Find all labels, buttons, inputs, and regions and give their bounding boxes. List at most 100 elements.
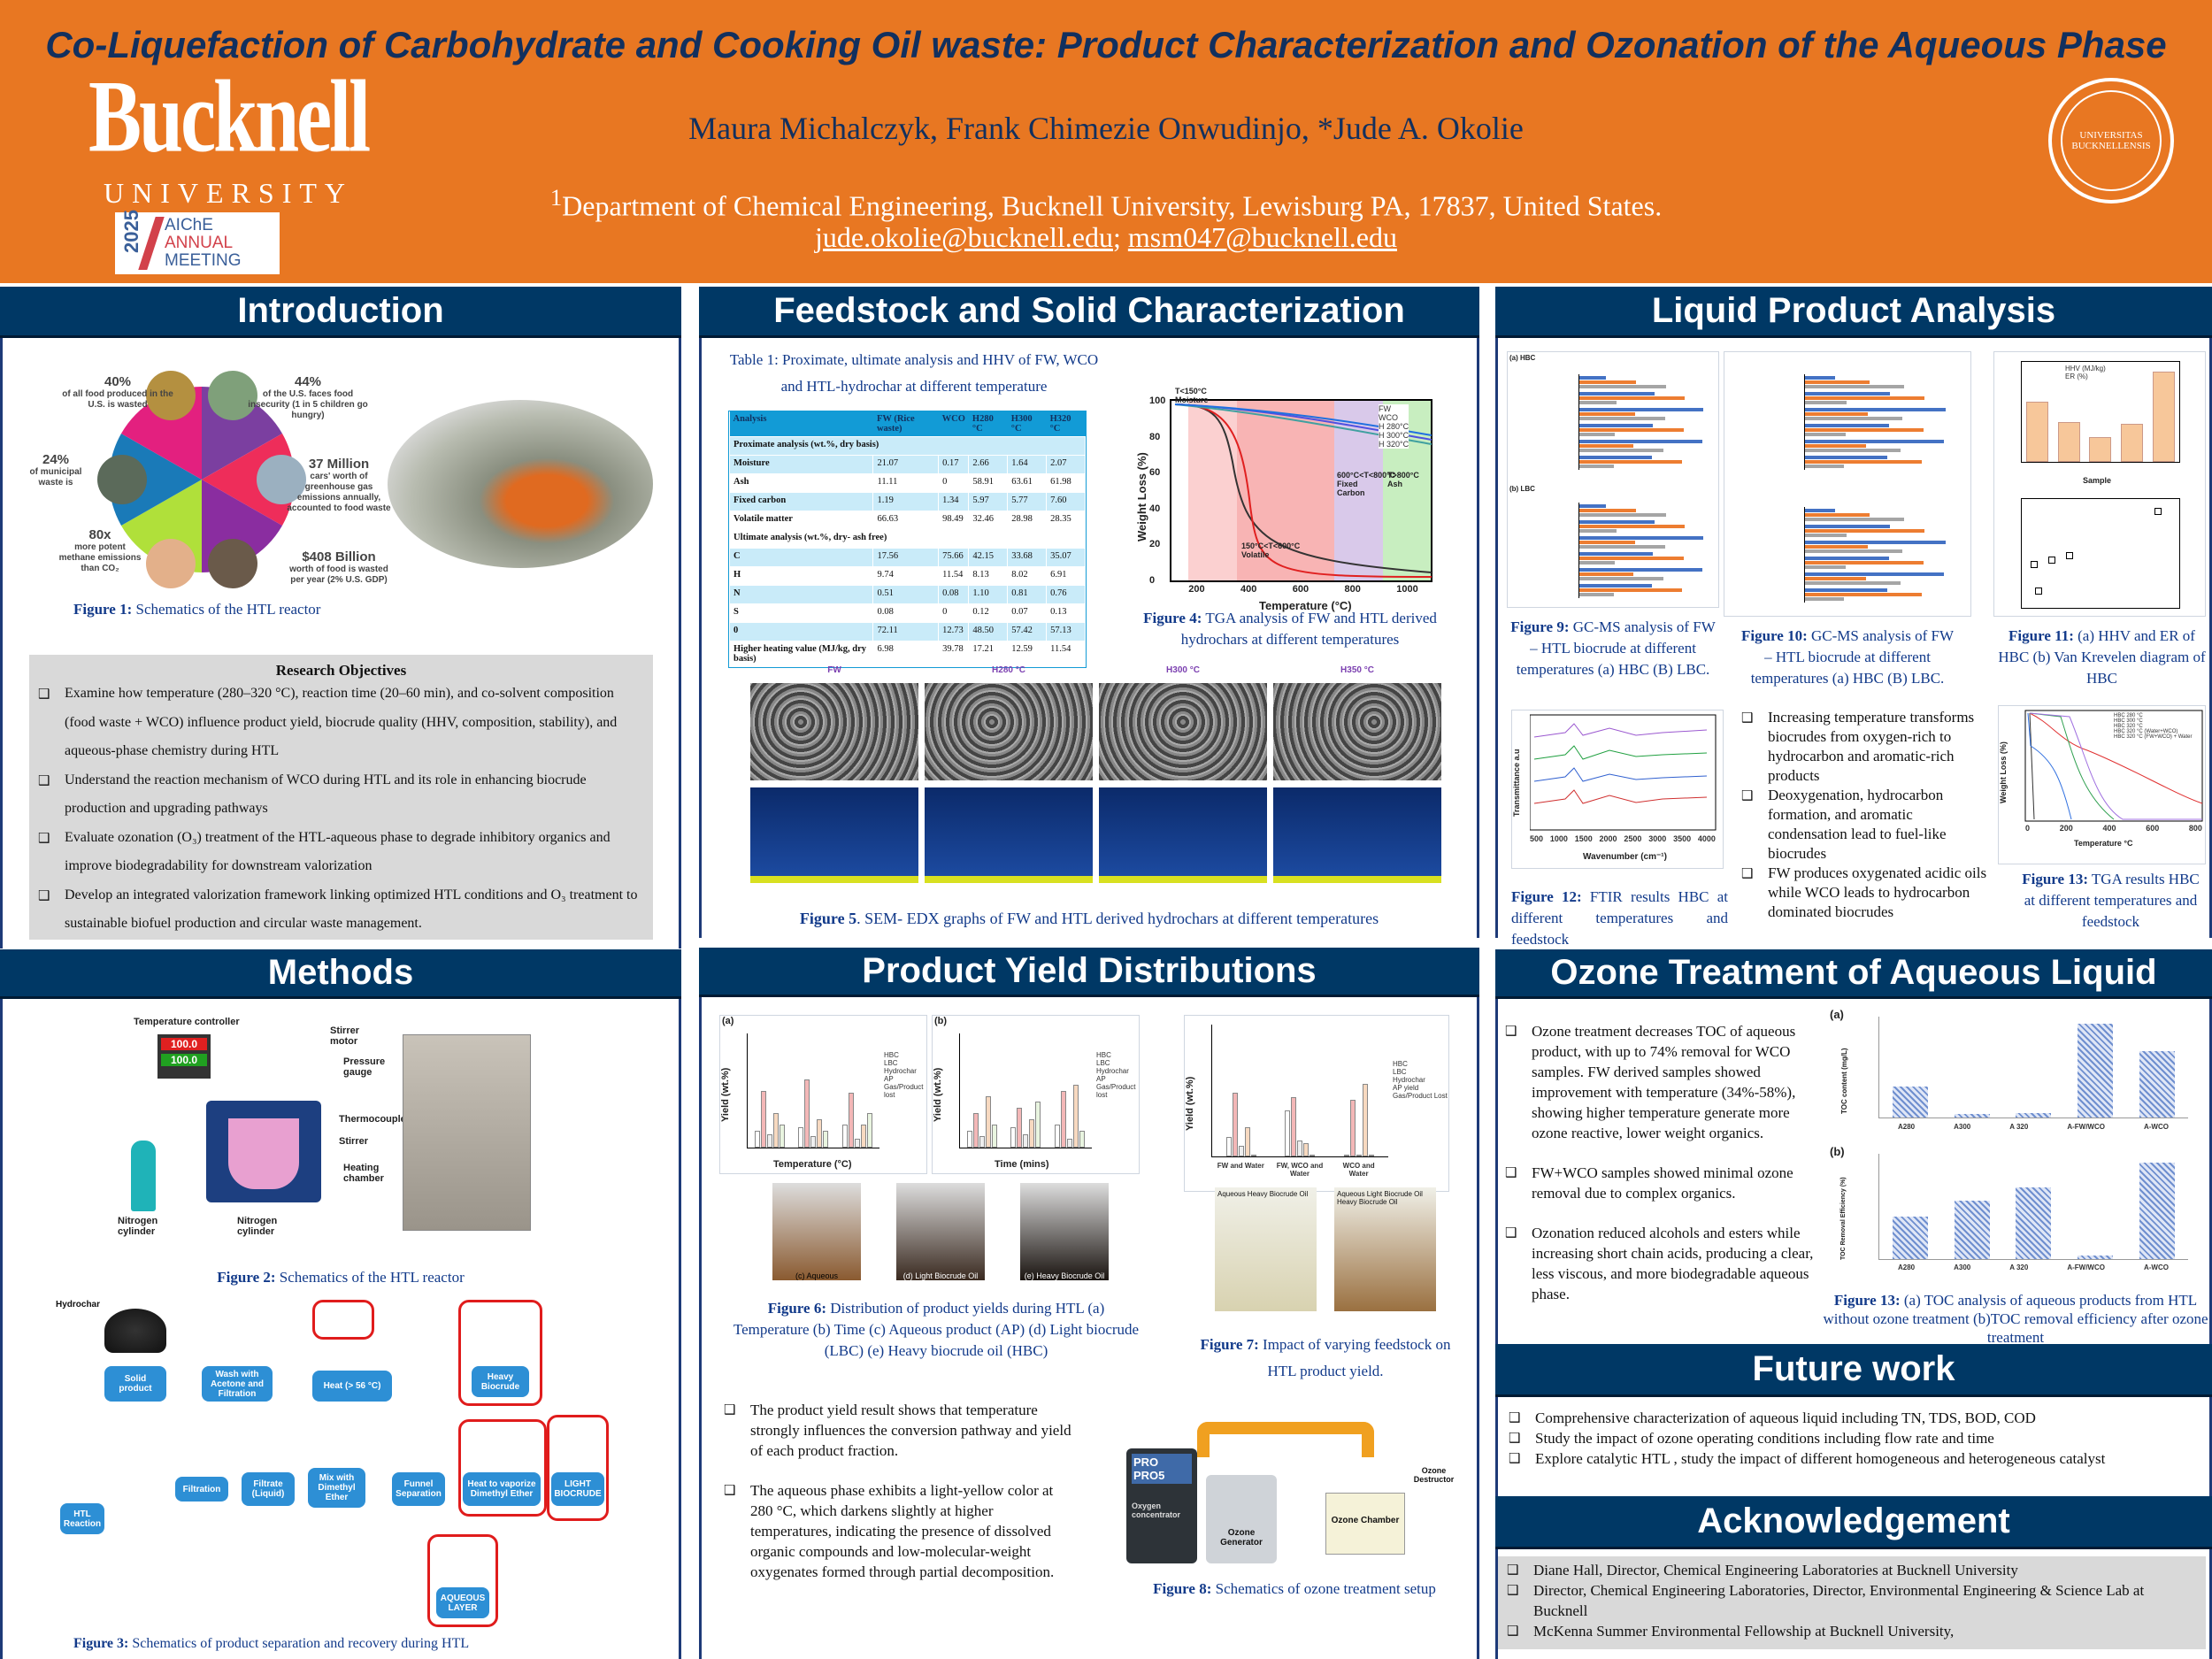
gcms-bars [1578, 374, 1711, 472]
stat-small: worth of food is wasted per year (2% U.S… [289, 565, 388, 585]
ozone-destructor-icon: Ozone Destructor [1413, 1466, 1455, 1484]
liquid-header: Liquid Product Analysis [1495, 287, 2212, 338]
bar [1579, 525, 1686, 528]
pv-display: 100.0 [161, 1038, 207, 1050]
bar [1303, 1143, 1310, 1156]
bar-row [1804, 406, 1955, 422]
table-cell: 0.07 [1007, 603, 1048, 623]
bar [2016, 1113, 2052, 1118]
bucknell-logo: Bucknell UNIVERSITY [88, 65, 371, 210]
table-cell: 66.63 [872, 511, 940, 530]
email-link-2[interactable]: msm047@bucknell.edu [1127, 221, 1397, 253]
gcms-bars [1804, 374, 1955, 472]
bar [1579, 541, 1635, 544]
bar [1579, 428, 1684, 432]
x-axis-label: Time (mins) [995, 1159, 1049, 1170]
bar [754, 1130, 760, 1148]
x-tick: A-WCO [2143, 1263, 2169, 1271]
fig-label: Figure 6: [767, 1300, 826, 1317]
bar-group [754, 1033, 785, 1148]
legend-item: HBC [1096, 1051, 1111, 1059]
poster-title: Co-Liquefaction of Carbohydrate and Cook… [45, 24, 2167, 65]
bar [1805, 465, 1844, 468]
bar [1579, 433, 1616, 436]
bar [1805, 408, 1946, 411]
bar-group [842, 1033, 873, 1148]
edx-spectrum [750, 787, 918, 883]
x-axis-label: Temperature (°C) [773, 1159, 852, 1170]
table-cell: 48.50 [968, 622, 1009, 641]
flow-filtrate: Filtrate (Liquid) [242, 1472, 295, 1506]
fig-label: Figure 3: [73, 1636, 129, 1651]
fig-text: (a) HHV and ER of HBC (b) Van Krevelen d… [1998, 627, 2206, 687]
edx-spectrum [1273, 787, 1441, 883]
x-tick: 200 [2059, 824, 2073, 833]
bar [1805, 444, 1867, 448]
ack-box: Diane Hall, Director, Chemical Engineeri… [1498, 1556, 2206, 1649]
fig-text: GC-MS analysis of FW – HTL biocrude at d… [1516, 618, 1716, 678]
bar [1805, 513, 1870, 517]
table-cell: 5.97 [968, 492, 1009, 511]
stat-small: cars' worth of greenhouse gas emissions … [287, 472, 391, 513]
x-tick: FW and Water [1217, 1162, 1264, 1170]
bar [1579, 520, 1655, 524]
bar [1805, 428, 1924, 432]
bar [991, 1125, 997, 1148]
row-label: N [728, 585, 874, 604]
table-cell: 1.64 [1007, 455, 1048, 474]
pipe-icon [1197, 1422, 1374, 1457]
legend-item: H 280°C [1379, 422, 1409, 431]
bar-group [1010, 1033, 1041, 1148]
bar [1805, 460, 1922, 464]
stat-small: of municipal waste is [29, 467, 82, 488]
bar [1579, 584, 1652, 588]
bar [1579, 465, 1614, 468]
fig11-legend: HHV (MJ/kg)ER (%) [2065, 365, 2106, 380]
fig-text: TGA results HBC at different temperature… [2024, 871, 2200, 930]
table-cell: 2.07 [1046, 455, 1086, 474]
bar [1579, 577, 1664, 580]
bar [1954, 1113, 1990, 1118]
bar [1579, 380, 1637, 384]
x-tick: 4000 [1697, 834, 1716, 843]
tga-hbc-plot [2024, 710, 2203, 822]
bar [1805, 581, 1901, 585]
flow-hydrochar: Hydrochar [56, 1300, 101, 1310]
bar [1291, 1096, 1297, 1156]
bar [1245, 1127, 1251, 1156]
liquid-bullets: Increasing temperature transforms biocru… [1741, 708, 1989, 922]
methods-header: Methods [0, 949, 681, 999]
bar-group [1285, 1025, 1316, 1156]
stat-40-percent: 40%of all food produced in the U.S. is w… [56, 375, 180, 411]
email-link-1[interactable]: jude.okolie@bucknell.edu [815, 221, 1113, 253]
flow-heavy-biocrude: Heavy Biocrude [472, 1366, 529, 1397]
legend-item: HBC [1393, 1060, 1408, 1068]
table-cell: 0.51 [872, 585, 940, 604]
fig11-hhv-vankrevelen: HHV (MJ/kg)ER (%) Sample [1993, 351, 2206, 617]
x-axis-label: Temperature (°C) [1259, 599, 1352, 612]
table-cell: 57.13 [1046, 622, 1086, 641]
x-tick: 3500 [1673, 834, 1692, 843]
logo-sub: UNIVERSITY [104, 177, 354, 209]
fig-text: . SEM- EDX graphs of FW and HTL derived … [856, 910, 1379, 927]
table-cell: 61.98 [1046, 473, 1086, 493]
feedstock-header: Feedstock and Solid Characterization [699, 287, 1479, 338]
fig11-caption: Figure 11: (a) HHV and ER of HBC (b) Van… [1998, 626, 2206, 689]
bar [823, 1130, 829, 1148]
bar-row [1804, 422, 1955, 438]
panel-label: (a) [1830, 1008, 1844, 1021]
bar [1579, 449, 1664, 452]
table-cell: 0.08 [938, 585, 970, 604]
